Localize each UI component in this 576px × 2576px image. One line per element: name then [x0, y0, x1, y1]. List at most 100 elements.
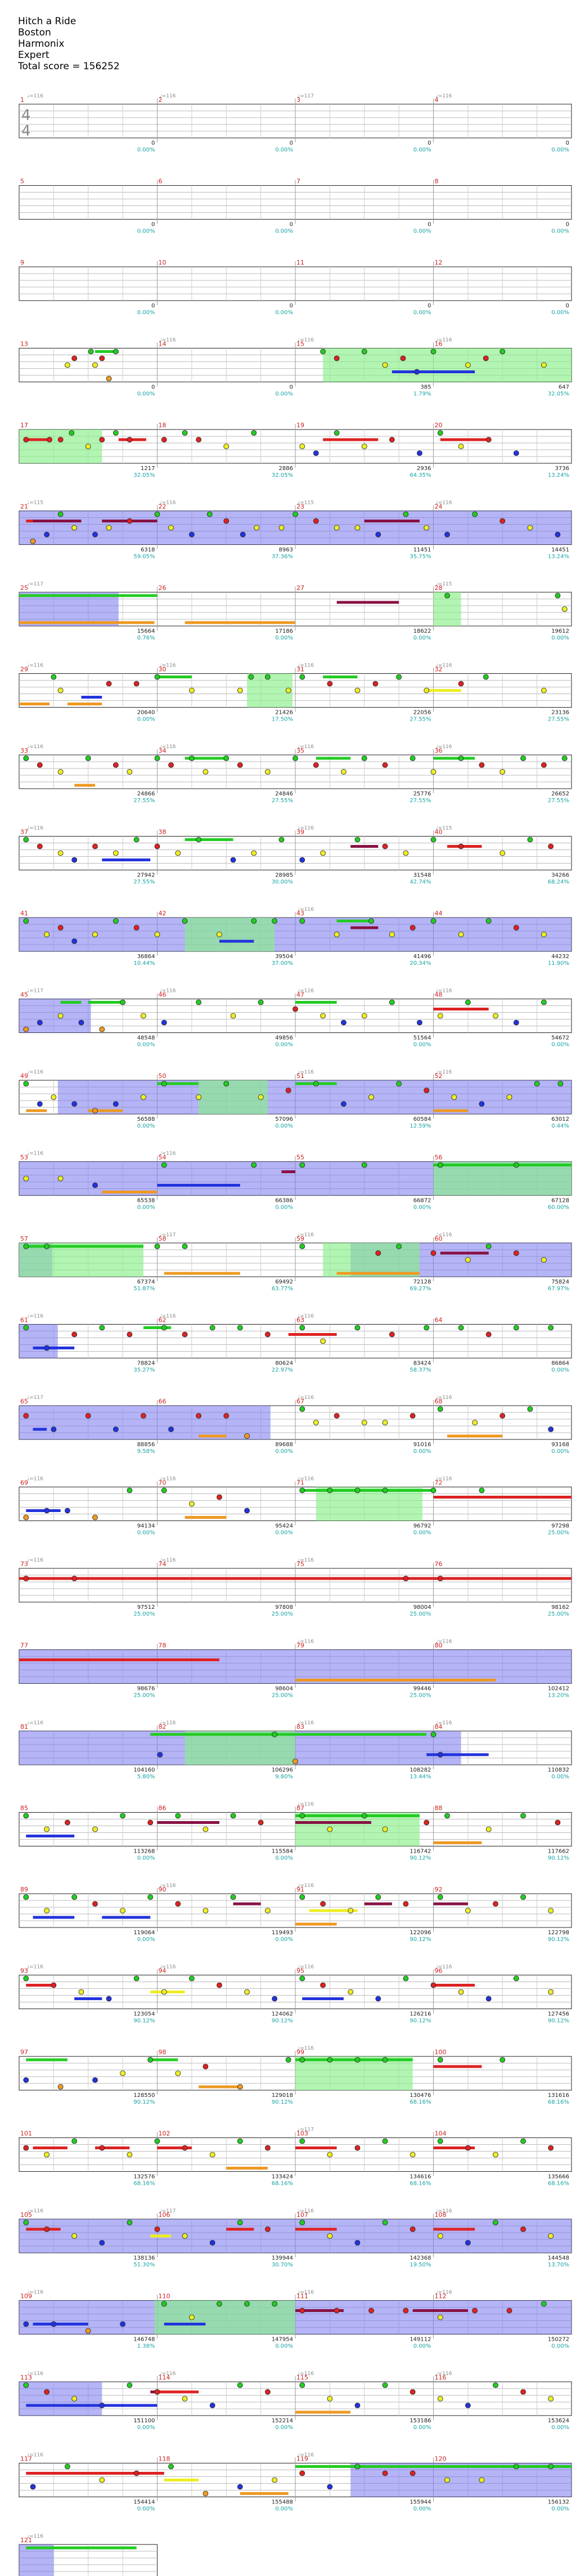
tempo-marker: ♩=116	[298, 1314, 314, 1320]
measure-score: 0	[428, 140, 431, 146]
measure-number: 80	[435, 1642, 443, 1649]
measure-score: 94134	[137, 1523, 155, 1530]
measure-number: 72	[435, 1479, 443, 1487]
tempo-marker: ♩=116	[436, 338, 452, 343]
measure-score: 24866	[137, 791, 155, 797]
measure-number: 82	[159, 1723, 166, 1730]
note-blue	[555, 531, 561, 538]
note-red	[430, 1982, 436, 1988]
measure-number: 2	[159, 96, 163, 104]
measure-score: 153624	[548, 2418, 569, 2424]
measure-number: 17	[20, 422, 28, 429]
note-green	[209, 1325, 215, 1331]
measure-score: 1217	[141, 466, 155, 472]
measure-score: 138136	[133, 2255, 155, 2261]
note-blue	[375, 1996, 381, 2002]
note-red	[85, 1413, 91, 1419]
measure-number: 37	[20, 829, 28, 836]
overdrive-phrase	[19, 2219, 572, 2253]
note-blue	[230, 857, 236, 863]
note-yellow	[57, 1175, 64, 1182]
note-green	[85, 755, 91, 761]
note-yellow	[465, 1908, 471, 1913]
measure-score: 149112	[410, 2337, 431, 2343]
measure-score: 66386	[275, 1198, 293, 1204]
note-yellow	[182, 2233, 188, 2239]
note-red	[154, 843, 160, 849]
tempo-marker: ♩=116	[298, 989, 314, 994]
tempo-marker: ♩=116	[298, 2208, 314, 2214]
note-yellow	[348, 1908, 354, 1913]
measure-number: 78	[159, 1642, 166, 1649]
note-green	[437, 1406, 443, 1412]
note-green	[430, 1732, 436, 1737]
measure-score: 11451	[413, 547, 431, 553]
tempo-marker: ♩=116	[436, 1070, 452, 1075]
note-yellow	[361, 1420, 367, 1425]
measure-number: 75	[296, 1560, 304, 1568]
note-red	[313, 762, 319, 768]
note-red	[217, 1982, 222, 1988]
note-blue	[30, 2484, 36, 2490]
measure-score: 86864	[551, 1361, 569, 1367]
measure-number: 92	[435, 1886, 443, 1893]
note-green	[299, 1894, 305, 1900]
measure-percent: 13.20%	[548, 1693, 569, 1699]
note-red	[410, 1413, 416, 1419]
note-yellow	[500, 769, 506, 775]
note-red	[400, 355, 406, 361]
overdrive-phrase	[57, 1080, 91, 1114]
measure-percent: 0.00%	[551, 1774, 569, 1780]
note-green	[382, 2138, 388, 2144]
note-green	[168, 2463, 174, 2470]
tempo-marker: ♩=116	[27, 1070, 43, 1075]
measure-score: 139944	[272, 2255, 293, 2261]
note-green	[299, 1406, 305, 1412]
note-blue	[120, 2321, 126, 2327]
tempo-marker: ♩=116	[298, 1883, 314, 1889]
measure-score: 132576	[133, 2174, 155, 2180]
measure-percent: 90.12%	[272, 2099, 293, 2105]
measure-number: 41	[20, 910, 28, 917]
note-blue	[237, 2484, 243, 2490]
measure-percent: 68.16%	[548, 2181, 569, 2187]
measure-percent: 22.97%	[272, 1367, 293, 1374]
note-green	[272, 1732, 278, 1737]
note-red	[264, 2389, 271, 2395]
note-green	[23, 918, 29, 924]
note-yellow	[320, 1013, 326, 1019]
measure-number: 54	[159, 1154, 166, 1161]
note-blue	[444, 531, 450, 538]
measure-score: 69492	[275, 1279, 293, 1285]
note-green	[23, 1813, 29, 1819]
measure-number: 51	[296, 1072, 304, 1080]
measure-number: 104	[435, 2130, 447, 2137]
measure-score: 54672	[551, 1035, 569, 1041]
note-green	[299, 2057, 305, 2063]
note-red	[513, 1250, 519, 1256]
note-green	[57, 511, 64, 517]
note-green	[313, 1081, 319, 1086]
measure-number: 46	[159, 991, 166, 999]
measure-percent: 60.00%	[548, 1205, 569, 1211]
measure-percent: 37.36%	[272, 554, 293, 560]
measure-score: 130476	[410, 2092, 431, 2099]
tempo-marker: ♩=116	[436, 1477, 452, 1482]
note-orange	[92, 1514, 98, 1520]
measure-number: 48	[435, 991, 443, 999]
note-green	[493, 2220, 498, 2225]
note-red	[368, 2307, 374, 2314]
tempo-marker: ♩=116	[436, 500, 452, 506]
note-green	[430, 348, 436, 355]
measure-number: 91	[296, 1886, 304, 1893]
measure-percent: 0.00%	[275, 635, 293, 641]
tempo-marker: ♩=116	[298, 1720, 314, 1726]
measure-score: 0	[290, 140, 293, 146]
measure-score: 78824	[137, 1361, 155, 1367]
note-yellow	[541, 932, 547, 937]
measure-percent: 20.34%	[410, 960, 431, 967]
measure-number: 26	[159, 584, 166, 592]
tempo-marker: ♩=116	[298, 1639, 314, 1645]
note-blue	[161, 1019, 167, 1026]
measure-percent: 0.76%	[137, 635, 155, 641]
